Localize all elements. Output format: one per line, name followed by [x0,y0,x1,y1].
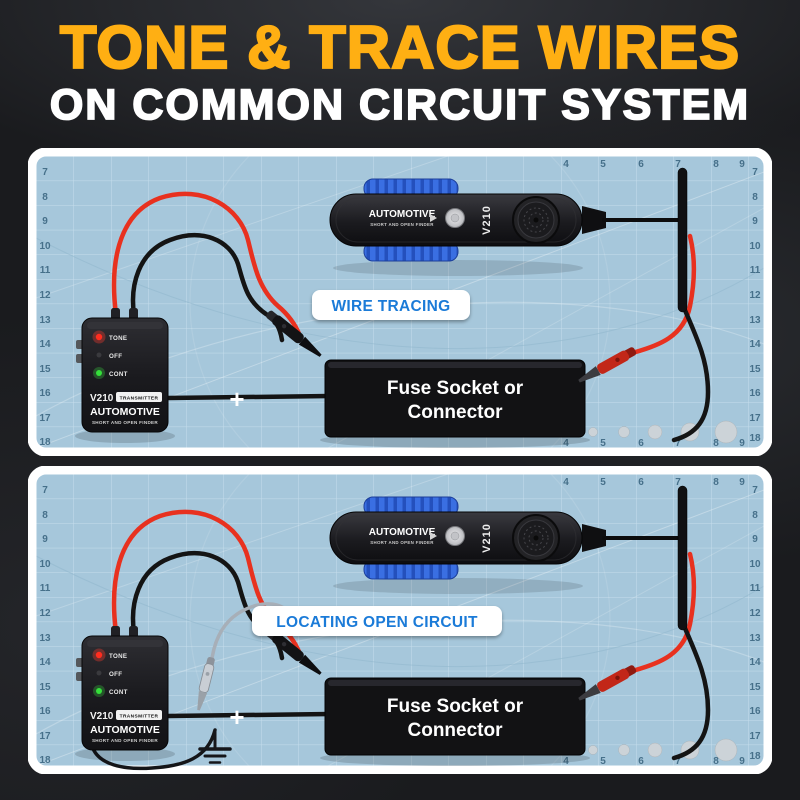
step-label: LOCATING OPEN CIRCUIT [252,606,502,636]
ground-symbol-icon [198,728,232,764]
transmitter-device [74,307,176,444]
panel-wire-tracing: + WIRE TRACING [28,148,772,456]
panel-locating-open-circuit: + LOCATING OPEN CIRCUIT [28,466,772,774]
fuse-box [319,677,591,767]
plus-sign: + [229,384,244,414]
title-line-2: ON COMMON CIRCUIT SYSTEM [49,81,751,129]
step-label-pill [312,290,470,320]
step-label-pill [252,606,502,636]
header: TONE & TRACE WIRES ON COMMON CIRCUIT SYS… [0,0,800,129]
step-label: WIRE TRACING [312,290,470,320]
silver-alligator-clip [197,657,215,711]
step-label-text: LOCATING OPEN CIRCUIT [276,614,478,631]
plus-sign: + [229,702,244,732]
step-label-text: WIRE TRACING [332,298,451,315]
title-line-1: TONE & TRACE WIRES [59,14,741,81]
fuse-box [319,359,591,449]
transmitter-device [74,625,176,762]
probe-jumper-wire [209,602,287,668]
